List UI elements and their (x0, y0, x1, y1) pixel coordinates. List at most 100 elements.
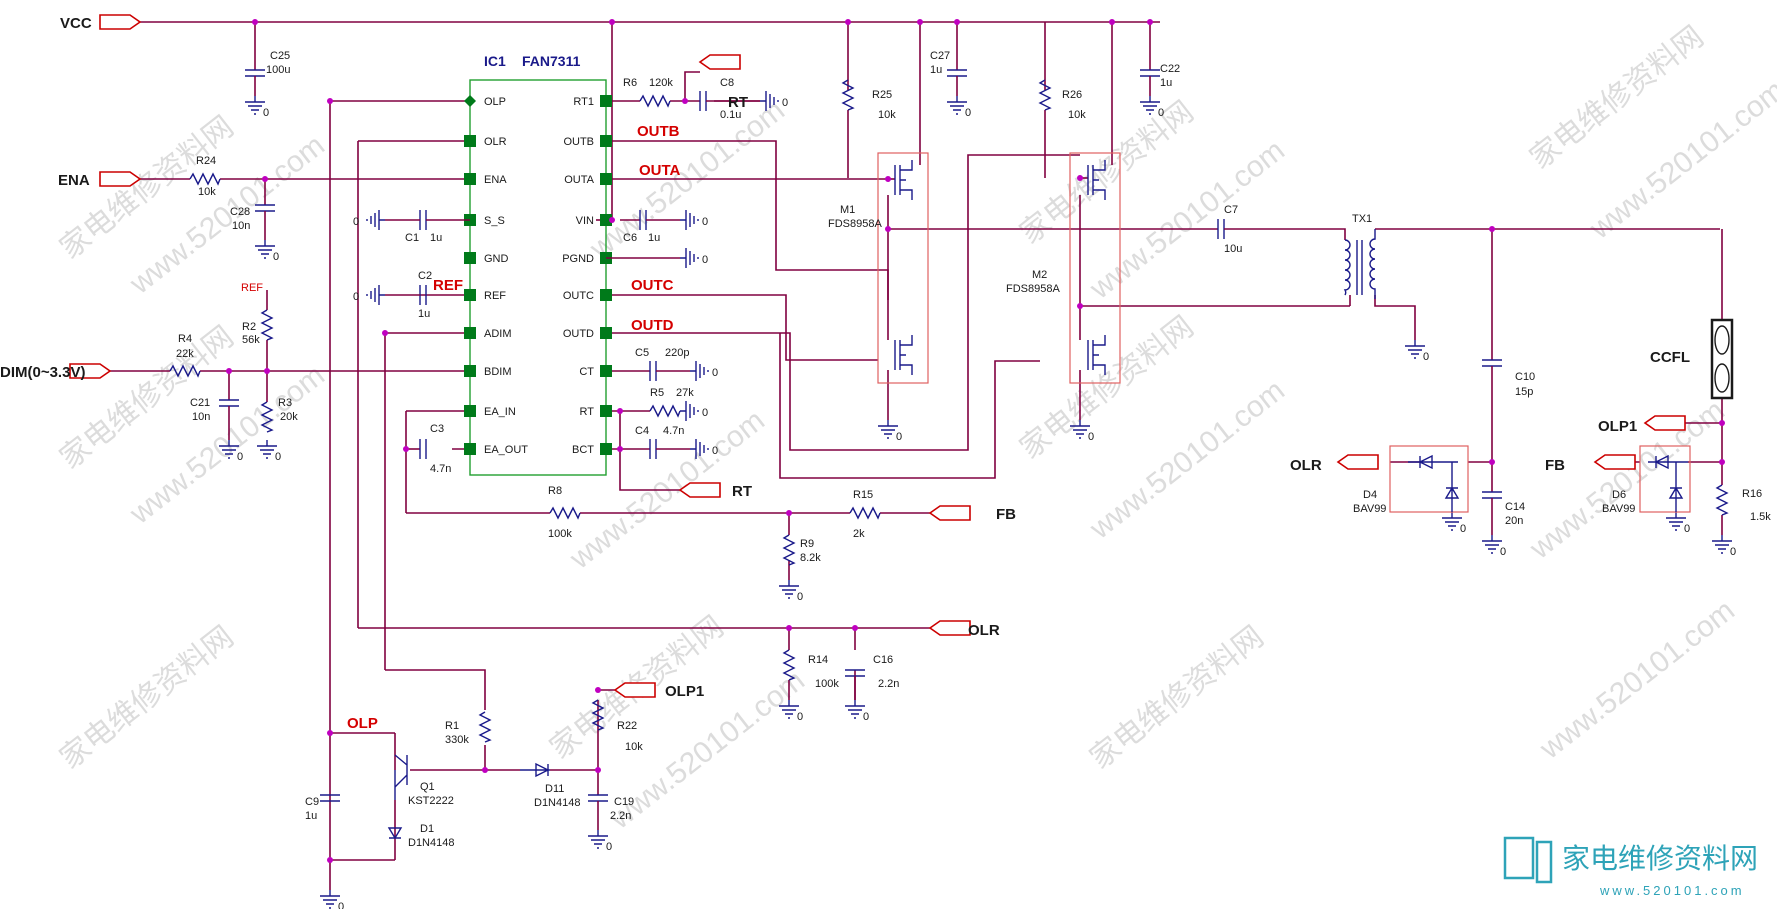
svg-text:R16: R16 (1742, 488, 1762, 500)
diode-d4 (1389, 445, 1469, 513)
svg-text:R4: R4 (178, 333, 192, 345)
svg-text:0: 0 (1088, 431, 1094, 443)
ic-pin-marker (464, 95, 476, 107)
diode-d1 (387, 770, 403, 840)
svg-text:0: 0 (965, 107, 971, 119)
svg-text:56k: 56k (242, 334, 260, 346)
svg-text:KST2222: KST2222 (408, 795, 454, 807)
ccfl-lamp (1710, 318, 1734, 400)
ic-pin-marker (600, 443, 612, 455)
ground-icon: 0 (1140, 96, 1164, 119)
component-label-c3: C34.7n (430, 423, 451, 475)
ground-icon: 0 (257, 440, 281, 463)
svg-text:R3: R3 (278, 397, 292, 409)
net-label-olr: OLR (1290, 457, 1322, 474)
junction-dot (327, 730, 333, 736)
junction-dot (786, 625, 792, 631)
port-icon (99, 171, 142, 187)
net-label-outd: OUTD (631, 317, 674, 334)
ic-pin-label: EA_IN (484, 406, 516, 418)
junction-dot (917, 19, 923, 25)
svg-text:0.1u: 0.1u (720, 109, 741, 121)
svg-text:TX1: TX1 (1352, 213, 1372, 225)
watermark-cn: 家电维修资料网 (1014, 310, 1200, 465)
diode-d6 (1639, 445, 1691, 513)
component-label-tx1: TX1 (1352, 213, 1372, 225)
ic-pin-marker (600, 135, 612, 147)
svg-text:100u: 100u (266, 64, 290, 76)
net-label-olp1: OLP1 (665, 683, 704, 700)
ic-pin-label: ADIM (484, 328, 512, 340)
junction-dot (885, 176, 891, 182)
ic-pin-label: RT (580, 406, 595, 418)
junction-dot (786, 510, 792, 516)
watermark-cn: 家电维修资料网 (1084, 620, 1270, 775)
book-icon (1503, 836, 1553, 884)
svg-text:1u: 1u (648, 232, 660, 244)
net-label-ccfl: CCFL (1650, 349, 1690, 366)
ic-pin-label: CT (579, 366, 594, 378)
capacitor-c2 (385, 285, 427, 305)
svg-text:10k: 10k (198, 186, 216, 198)
svg-text:1u: 1u (1160, 77, 1172, 89)
svg-text:0: 0 (275, 451, 281, 463)
junction-dot (617, 408, 623, 414)
junction-dots (226, 19, 1725, 863)
net-label-rt: RT (732, 483, 752, 500)
junction-dot (852, 625, 858, 631)
ic-pin-marker (464, 327, 476, 339)
svg-text:0: 0 (273, 251, 279, 263)
svg-text:22k: 22k (176, 348, 194, 360)
capacitor-c9 (320, 794, 340, 802)
ic-pin-label: PGND (562, 253, 594, 265)
net-label-olp1: OLP1 (1598, 418, 1637, 435)
net-label-olp: OLP (347, 715, 378, 732)
resistor-r8 (549, 506, 581, 520)
junction-dot (262, 176, 268, 182)
ic-pin-label: ENA (484, 174, 507, 186)
svg-text:1u: 1u (305, 810, 317, 822)
svg-text:0: 0 (712, 445, 718, 457)
net-label-outa: OUTA (639, 162, 681, 179)
capacitor-c10 (1482, 359, 1502, 390)
diode-d11 (520, 762, 550, 778)
svg-text:8.2k: 8.2k (800, 552, 821, 564)
ic-pin-label: BCT (572, 444, 594, 456)
ic-pin-label: OUTB (563, 136, 594, 148)
svg-text:100k: 100k (815, 678, 839, 690)
capacitor-c27 (947, 69, 967, 96)
net-label-vcc: VCC (60, 15, 92, 32)
net-label-olr: OLR (968, 622, 1000, 639)
svg-text:M1: M1 (840, 204, 855, 216)
ground-icon: 0 (245, 96, 269, 119)
junction-dot (1719, 459, 1725, 465)
svg-text:M2: M2 (1032, 269, 1047, 281)
resistor-r1 (478, 711, 492, 743)
ic-pin-marker (464, 443, 476, 455)
transistor-q1 (394, 754, 408, 788)
junction-dot (1489, 226, 1495, 232)
svg-text:R1: R1 (445, 720, 459, 732)
net-label-ena: ENA (58, 172, 90, 189)
svg-text:R24: R24 (196, 155, 216, 167)
capacitor-c8 (699, 91, 760, 111)
junction-dot (482, 767, 488, 773)
svg-text:C3: C3 (430, 423, 444, 435)
watermark-url: www.520101.com (1533, 594, 1741, 766)
svg-text:1u: 1u (418, 308, 430, 320)
transformer-tx1 (1343, 229, 1376, 299)
ground-icon: 0 (845, 700, 869, 723)
